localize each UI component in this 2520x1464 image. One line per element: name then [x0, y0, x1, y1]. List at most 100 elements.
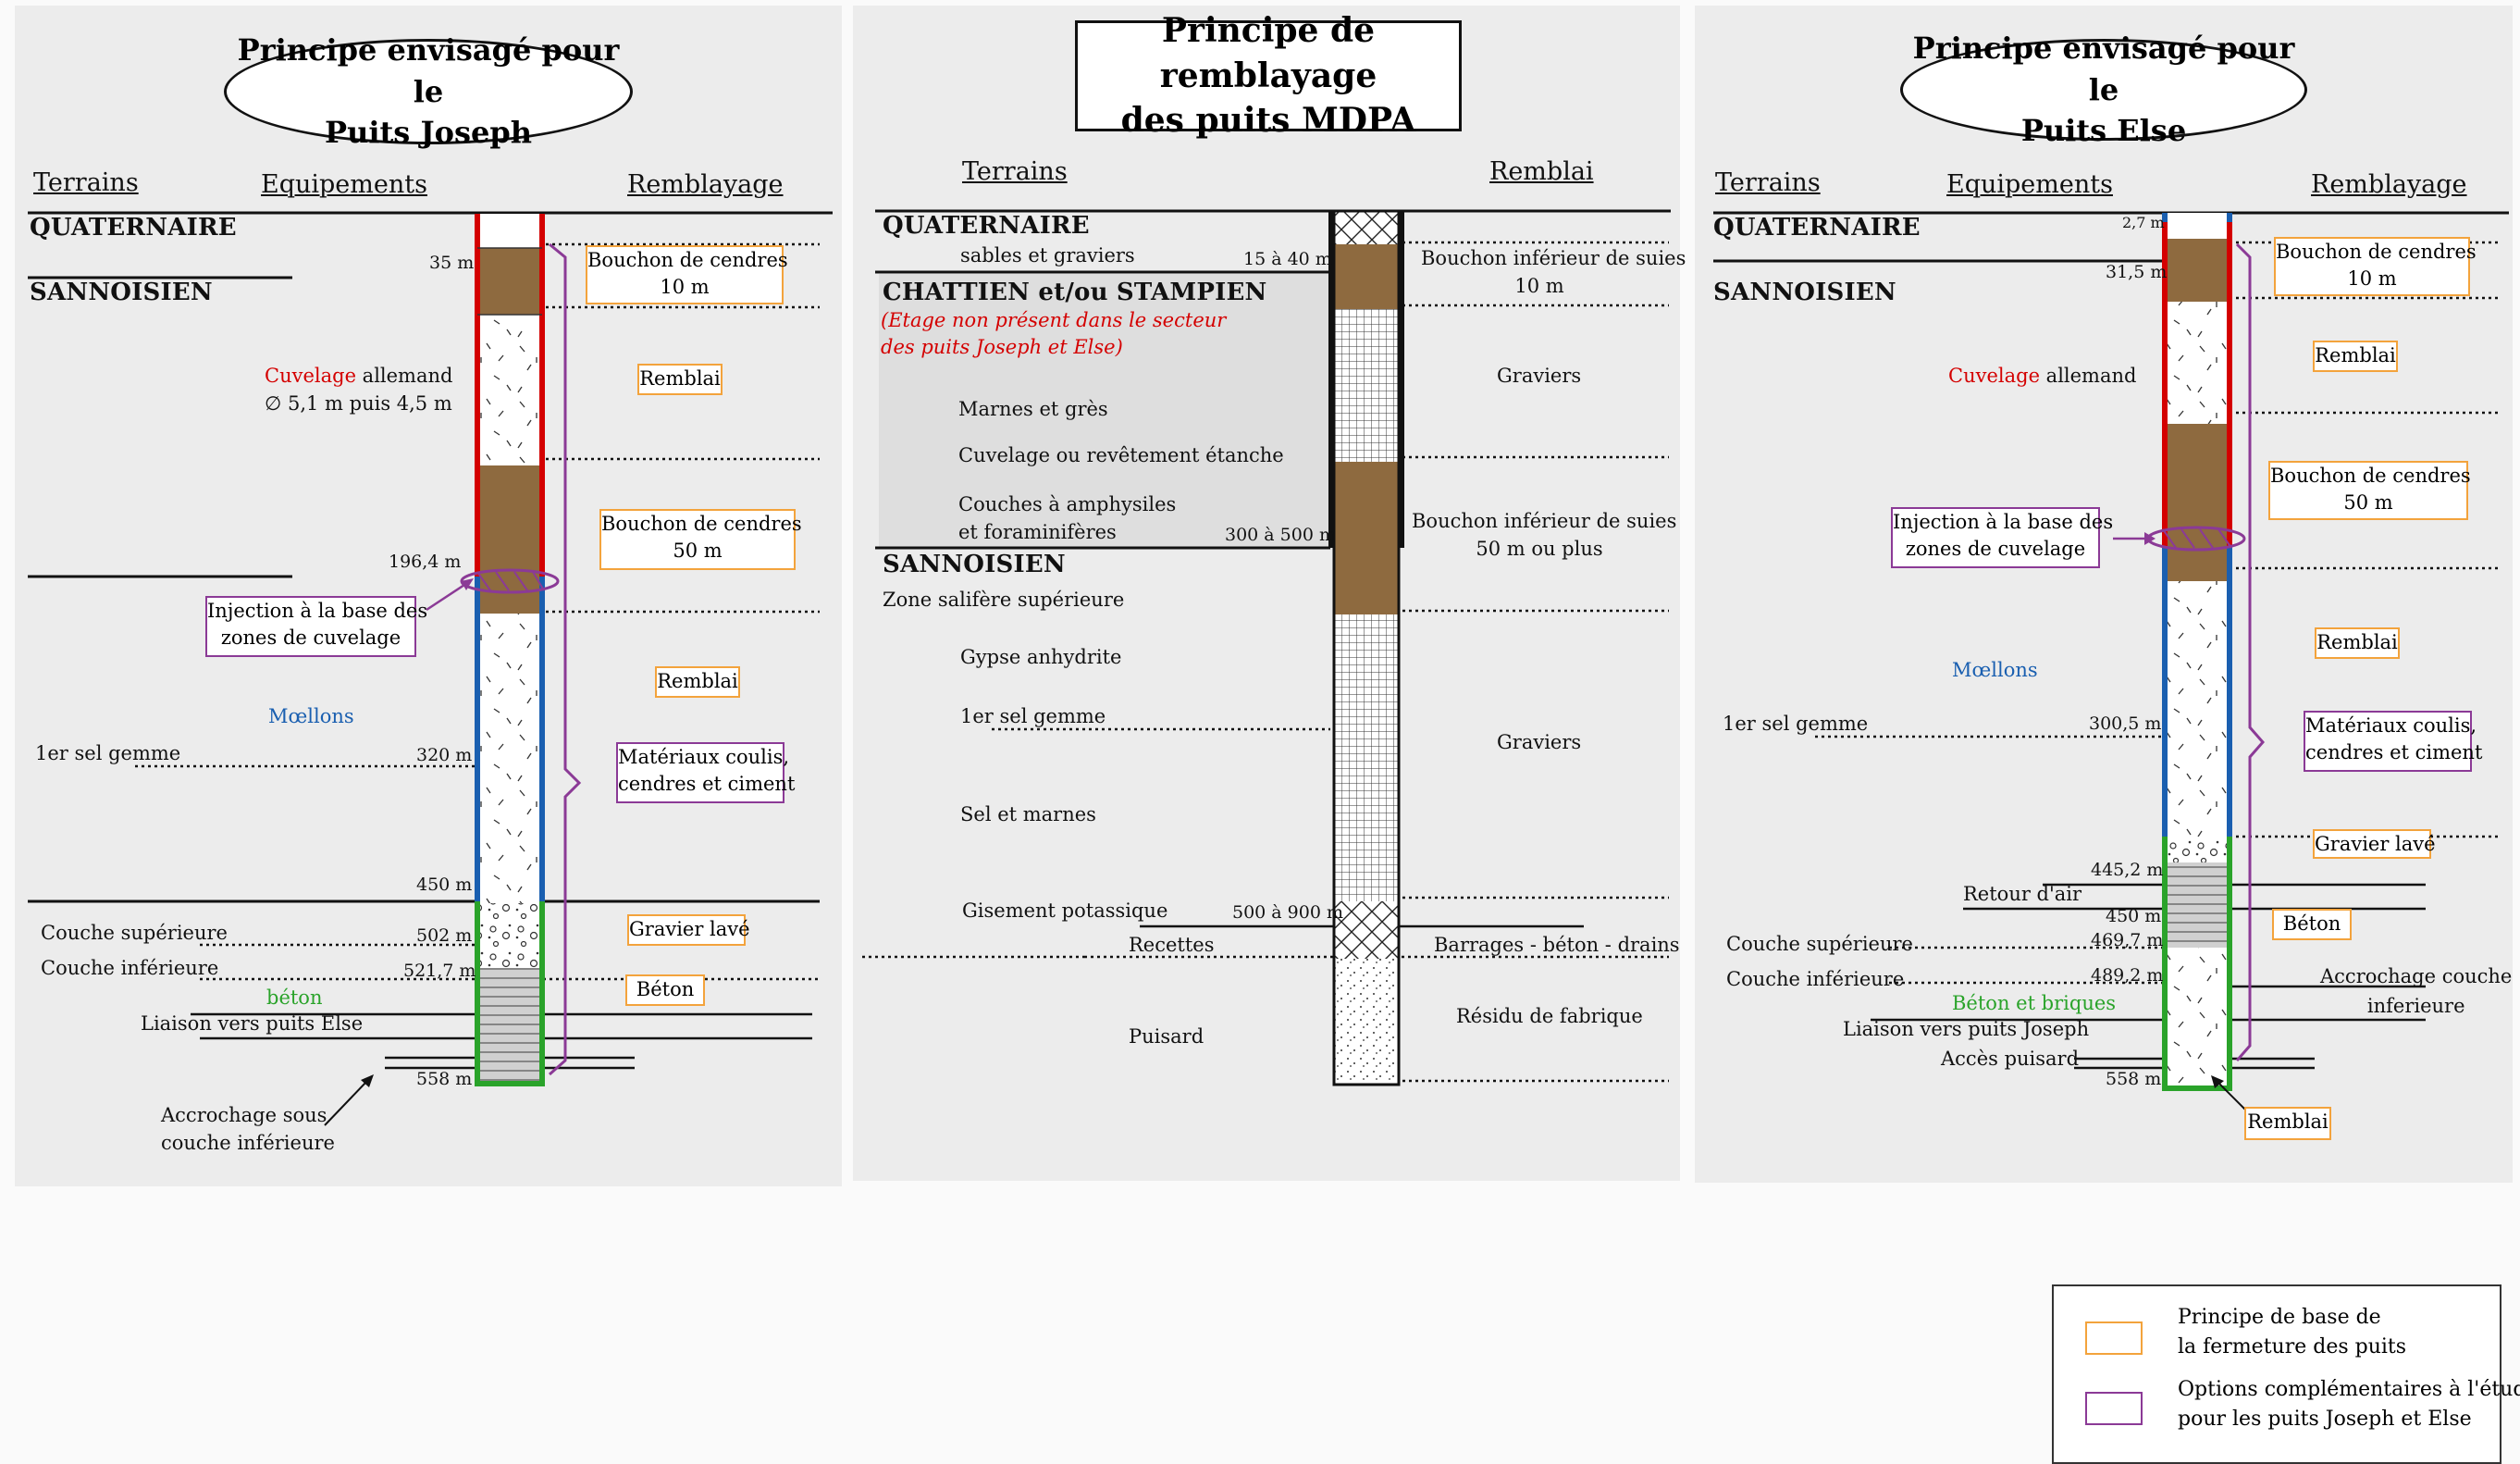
else-liaison: Liaison vers puits Joseph [1843, 1018, 2090, 1040]
joseph-accrochage: Accrochage sous couche inférieure [161, 1101, 335, 1158]
else-moellons: Mœllons [1952, 659, 2038, 681]
else-beton-briques: Béton et briques [1952, 992, 2117, 1014]
mdpa-note-line2: des puits Joseph et Else) [881, 336, 1123, 359]
joseph-box-gravier: Gravier lavé [627, 914, 750, 946]
mdpa-remblai-bouchon1-line1: Bouchon inférieur de suies [1421, 247, 1686, 269]
else-couche-sup: Couche supérieure [1726, 933, 1913, 955]
else-header-remblayage: Remblayage [2311, 170, 2467, 199]
else-box-remblai: Remblai [2313, 341, 2398, 372]
mdpa-remblai-residu: Résidu de fabrique [1456, 1005, 1643, 1027]
else-depth-469: 469,7 m [2091, 930, 2164, 950]
mdpa-depth-500: 500 à 900 m [1232, 902, 1343, 923]
mdpa-couches-line2: et foraminifères [958, 521, 1117, 544]
mdpa-sel-marnes: Sel et marnes [960, 803, 1096, 825]
mdpa-remblai-graviers: Graviers [1497, 365, 1582, 387]
mdpa-chattien: CHATTIEN et/ou STAMPIEN [883, 279, 1267, 306]
joseph-quaternaire: QUATERNAIRE [30, 214, 237, 242]
else-box-bouchon-10m-line1: Bouchon de cendres [2276, 241, 2477, 263]
joseph-depth-450: 450 m [416, 875, 473, 895]
joseph-depth-35: 35 m [429, 253, 475, 273]
legend-purple-line2: pour les puits Joseph et Else [2178, 1407, 2472, 1431]
legend-purple-text: Options complémentaires à l'étude pour le… [2178, 1375, 2520, 1434]
else-box-beton: Béton [2272, 909, 2352, 940]
mdpa-header-remblai: Remblai [1489, 157, 1594, 186]
mdpa-title-line1: Principe de remblayage [1159, 11, 1377, 95]
joseph-title-line1: Principe envisagé pour le [237, 31, 620, 109]
joseph-couche-inf: Couche inférieure [41, 957, 219, 979]
legend-orange-swatch [2085, 1321, 2143, 1355]
joseph-box-remblai: Remblai [637, 364, 723, 395]
legend-orange-line2: la fermeture des puits [2178, 1334, 2407, 1359]
joseph-box-bouchon-10m-line2: 10 m [660, 276, 710, 299]
else-box-bouchon-50m-line2: 50 m [2343, 491, 2393, 515]
joseph-title-line2: Puits Joseph [325, 115, 532, 151]
mdpa-depth-15: 15 à 40 m [1243, 249, 1332, 269]
joseph-diameter: ∅ 5,1 m puis 4,5 m [265, 392, 452, 415]
else-box-injection-line1: Injection à la base des [1893, 511, 2114, 533]
joseph-box-beton: Béton [625, 974, 705, 1006]
mdpa-zone-salifere: Zone salifère supérieure [883, 589, 1125, 611]
else-box-materiaux-line2: cendres et ciment [2305, 741, 2483, 764]
joseph-depth-502: 502 m [416, 925, 473, 946]
mdpa-sel-gemme: 1er sel gemme [960, 705, 1106, 727]
mdpa-note-line1: (Etage non présent dans le secteur [881, 309, 1227, 331]
joseph-box-materiaux-line1: Matériaux coulis, [618, 746, 790, 768]
joseph-beton-label: béton [266, 986, 323, 1009]
joseph-box-remblai-2: Remblai [655, 666, 740, 698]
else-title-line1: Principe envisagé pour le [1912, 30, 2295, 107]
else-box-injection: Injection à la base des zones de cuvelage [1891, 507, 2113, 568]
joseph-cuvelage-word: Cuvelage [265, 365, 356, 387]
mdpa-couches-line1: Couches à amphysiles [958, 493, 1177, 515]
legend-orange-text: Principe de base de la fermeture des puit… [2178, 1303, 2406, 1362]
else-cuvelage-word: Cuvelage [1948, 365, 2040, 387]
mdpa-sannoisien: SANNOISIEN [883, 551, 1066, 578]
else-depth-31-5: 31,5 m [2106, 262, 2168, 282]
joseph-box-bouchon-10m-line1: Bouchon de cendres [587, 249, 788, 271]
else-box-bouchon-10m-line2: 10 m [2347, 267, 2397, 291]
joseph-box-bouchon-10m: Bouchon de cendres 10 m [586, 245, 788, 304]
joseph-box-bouchon-50m-line2: 50 m [673, 540, 723, 563]
mdpa-remblai-bouchon2: Bouchon inférieur de suies 50 m ou plus [1412, 507, 1676, 564]
else-depth-2-7: 2,7 m [2122, 214, 2165, 231]
else-drawing [1713, 211, 2509, 1113]
else-box-materiaux: Matériaux coulis, cendres et ciment [2304, 711, 2482, 772]
else-accrochage-line2: inferieure [2366, 994, 2465, 1017]
joseph-depth-320: 320 m [416, 745, 473, 765]
joseph-depth-521: 521,7 m [403, 961, 476, 981]
legend-purple-swatch [2085, 1392, 2143, 1425]
joseph-accrochage-line2: couche inférieure [161, 1132, 335, 1155]
mdpa-header-terrains: Terrains [962, 157, 1068, 186]
mdpa-recettes: Recettes [1129, 934, 1215, 956]
joseph-box-materiaux: Matériaux coulis,cendres et ciment [616, 742, 795, 803]
joseph-moellons: Mœllons [268, 705, 354, 727]
joseph-sel-gemme: 1er sel gemme [35, 742, 181, 764]
legend-purple-line1: Options complémentaires à l'étude [2178, 1378, 2520, 1401]
mdpa-depth-300: 300 à 500 m [1225, 525, 1336, 545]
mdpa-puisard: Puisard [1129, 1025, 1204, 1048]
mdpa-remblai-bouchon2-line1: Bouchon inférieur de suies [1412, 510, 1677, 532]
joseph-depth-558: 558 m [416, 1069, 473, 1089]
else-box-injection-line2: zones de cuvelage [1905, 538, 2086, 561]
else-depth-489: 489,2 m [2091, 965, 2164, 986]
mdpa-remblai-bouchon2-line2: 50 m ou plus [1476, 538, 1603, 561]
joseph-liaison: Liaison vers puits Else [141, 1012, 364, 1035]
else-box-materiaux-line1: Matériaux coulis, [2305, 714, 2477, 737]
joseph-accrochage-line1: Accrochage sous [161, 1104, 327, 1126]
mdpa-couches: Couches à amphysiles et foraminifères [958, 490, 1176, 547]
legend-orange-line1: Principe de base de [2178, 1306, 2381, 1329]
else-box-bouchon-10m: Bouchon de cendres 10 m [2274, 237, 2477, 296]
mdpa-remblai-bouchon1-line2: 10 m [1514, 275, 1564, 298]
mdpa-drawing [862, 209, 1671, 1086]
joseph-sannoisien: SANNOISIEN [30, 279, 213, 306]
joseph-cuvelage-rest: allemand [356, 365, 453, 387]
else-couche-inf: Couche inférieure [1726, 968, 1905, 990]
joseph-title: Principe envisagé pour le Puits Joseph [224, 32, 633, 150]
joseph-header-terrains: Terrains [33, 168, 139, 197]
mdpa-remblai-graviers2: Graviers [1497, 731, 1582, 753]
